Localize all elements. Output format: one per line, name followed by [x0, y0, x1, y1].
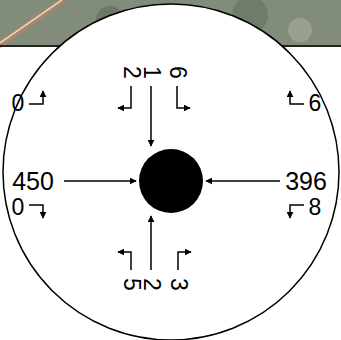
movement-count: 396 — [285, 169, 327, 194]
movement-count: 3 — [166, 278, 189, 291]
movement-count: 0 — [12, 92, 25, 115]
diagram-circle — [3, 4, 339, 340]
movement-count: 1 — [139, 66, 162, 79]
movement-count: 450 — [12, 169, 54, 194]
movement-count: 8 — [309, 196, 322, 219]
movement-count: 6 — [165, 66, 188, 79]
intersection-dot — [139, 149, 203, 213]
movement-count: 0 — [12, 196, 25, 219]
movement-arrows — [29, 86, 304, 270]
movement-count: 2 — [139, 278, 162, 291]
movement-count: 6 — [309, 92, 322, 115]
